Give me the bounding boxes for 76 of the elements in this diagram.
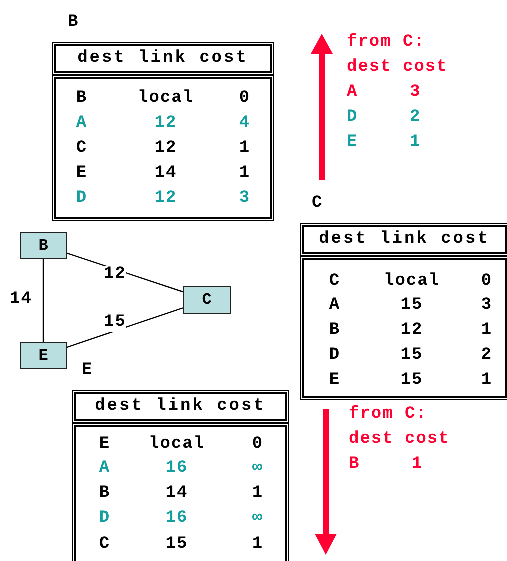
table-cell: B — [76, 90, 88, 108]
table-cell: 1 — [481, 372, 493, 390]
link-line — [42, 259, 44, 342]
column-headings: dest link cost — [78, 49, 248, 68]
table-cell: 0 — [481, 273, 493, 291]
table-cell: local — [384, 273, 440, 291]
table-cell: 1 — [239, 165, 251, 183]
router-box — [20, 232, 67, 259]
table-cell: D — [329, 347, 341, 365]
table-cell: ∞ — [252, 510, 264, 528]
router-name: C — [202, 291, 212, 309]
update-note: A — [347, 84, 358, 102]
table-cell: 4 — [239, 115, 251, 133]
update-note: 1 — [410, 134, 422, 152]
table-cell: 15 — [400, 297, 424, 315]
table-cell: D — [76, 190, 88, 208]
table-cell: 12 — [400, 322, 424, 340]
update-note: from C: — [349, 406, 428, 424]
table-cell: 1 — [481, 322, 493, 340]
table-cell: A — [76, 115, 88, 133]
update-note: 1 — [412, 456, 424, 474]
table-cell: 15 — [400, 347, 424, 365]
table-cell: C — [76, 140, 88, 158]
router-box — [183, 286, 231, 314]
table-cell: E — [329, 372, 341, 390]
update-note: dest cost — [349, 431, 450, 449]
table-cell: C — [99, 536, 111, 554]
table-cell: D — [99, 510, 111, 528]
table-cell: local — [138, 90, 194, 108]
table-cell: E — [99, 436, 111, 454]
routing-table — [74, 425, 287, 561]
router-box — [20, 342, 67, 369]
table-cell: C — [329, 273, 341, 291]
table-title: C — [312, 195, 322, 213]
table-cell: 14 — [166, 485, 188, 503]
router-name: B — [38, 236, 48, 254]
router-name: E — [38, 346, 48, 364]
routing-table — [54, 77, 272, 219]
column-headings: dest link cost — [319, 230, 490, 249]
table-cell: E — [76, 165, 88, 183]
table-cell: 16 — [166, 460, 188, 478]
table-cell: A — [329, 297, 341, 315]
update-note: from C: — [347, 34, 426, 52]
table-cell: 12 — [154, 140, 178, 158]
table-cell: 15 — [166, 536, 188, 554]
table-cell: B — [99, 485, 111, 503]
update-note: 2 — [410, 109, 422, 127]
table-cell: 3 — [481, 297, 493, 315]
table-cell: 0 — [239, 90, 251, 108]
table-cell: ∞ — [252, 460, 264, 478]
edge-label: 15 — [104, 314, 126, 332]
table-cell: A — [99, 460, 111, 478]
table-title: B — [68, 14, 78, 32]
table-cell: 1 — [239, 140, 251, 158]
update-note: E — [347, 134, 358, 152]
table-cell: 0 — [252, 436, 264, 454]
update-note: 3 — [410, 84, 422, 102]
table-cell: 14 — [154, 165, 178, 183]
table-cell: 1 — [252, 485, 264, 503]
table-cell: 3 — [239, 190, 251, 208]
routing-table — [302, 258, 507, 398]
table-cell: 12 — [154, 115, 178, 133]
table-title: E — [82, 362, 92, 380]
table-cell: B — [329, 322, 341, 340]
link-line — [66, 252, 184, 293]
update-note: D — [347, 109, 358, 127]
link-line — [66, 308, 184, 348]
table-cell: local — [149, 436, 205, 454]
table-cell: 16 — [166, 510, 188, 528]
table-cell: 1 — [252, 536, 264, 554]
table-cell: 12 — [154, 190, 178, 208]
update-note: B — [349, 456, 360, 474]
update-note: dest cost — [347, 59, 448, 77]
table-cell: 2 — [481, 347, 493, 365]
table-cell: 15 — [400, 372, 424, 390]
column-headings: dest link cost — [95, 397, 266, 416]
